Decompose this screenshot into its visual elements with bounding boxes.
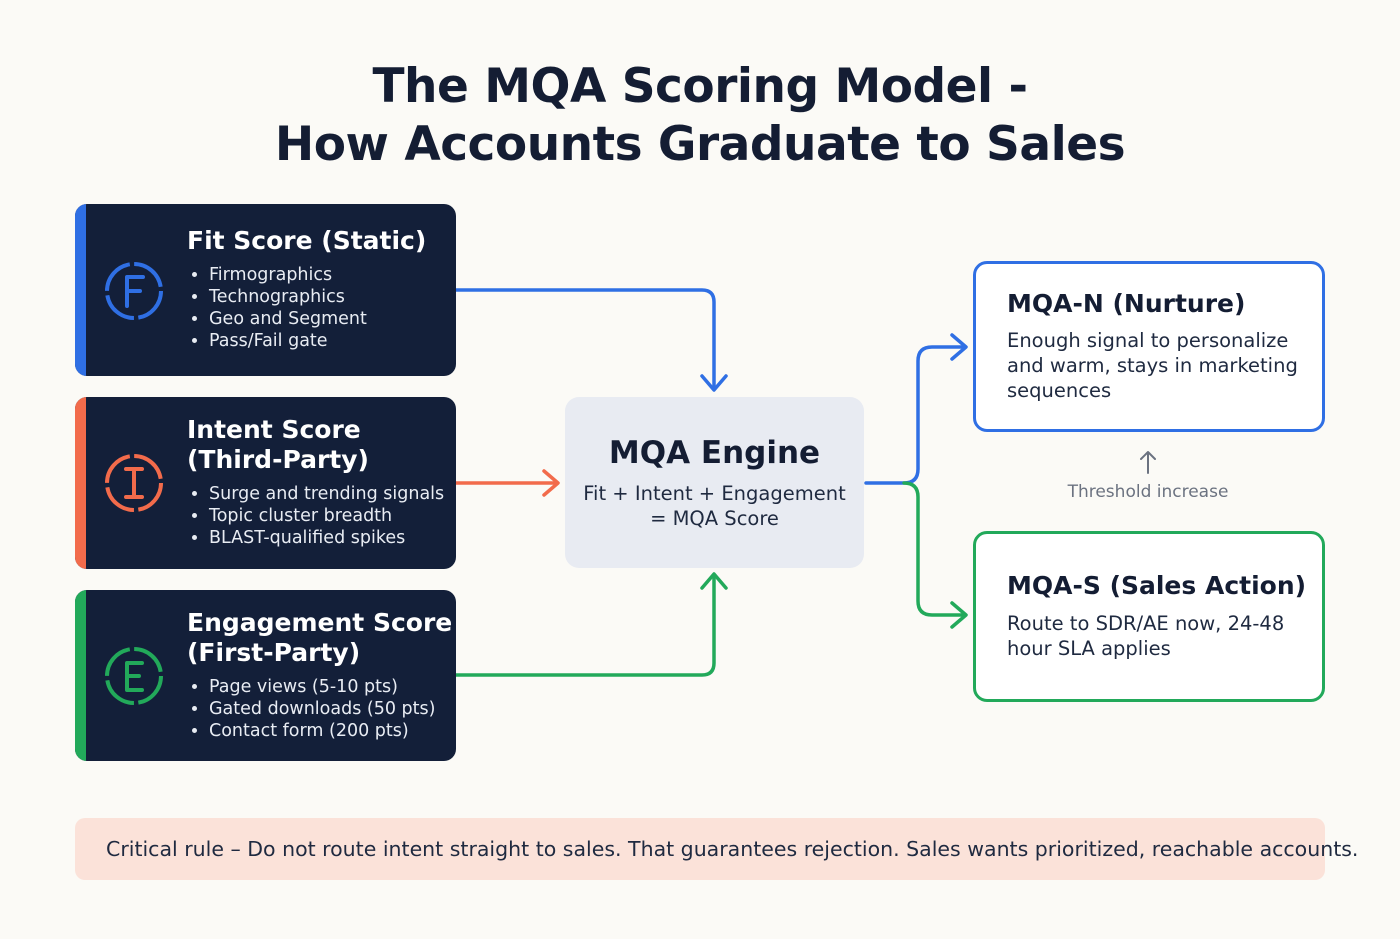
diagram-title: The MQA Scoring Model - How Accounts Gra… [0,58,1400,174]
mqa-nurture-title: MQA-N (Nurture) [1007,289,1246,318]
engine-to-sales-arrow [902,481,966,617]
list-item: Gated downloads (50 pts) [209,698,435,720]
intent-title-line-1: Intent Score [187,415,361,444]
list-item: Topic cluster breadth [209,505,444,527]
list-item: BLAST-qualified spikes [209,527,444,549]
list-item: Geo and Segment [209,308,367,330]
mqa-nurture-card: MQA-N (Nurture) Enough signal to persona… [973,261,1325,432]
mqa-engine-formula: Fit + Intent + Engagement = MQA Score [565,481,864,531]
list-item: Firmographics [209,264,367,286]
intent-score-icon [105,454,163,512]
nurture-arrowhead [950,333,968,361]
critical-rule-banner [75,818,1325,880]
threshold-label: Threshold increase [1067,482,1229,502]
intent-accent-bar [75,397,86,569]
intent-score-card: Intent Score (Third-Party) Surge and tre… [75,397,456,569]
intent-title-line-2: (Third-Party) [187,445,369,474]
list-item: Contact form (200 pts) [209,720,435,742]
title-line-1: The MQA Scoring Model - [372,59,1028,114]
mqa-sales-description: Route to SDR/AE now, 24-48 hour SLA appl… [1007,612,1285,660]
engagement-score-list: Page views (5-10 pts) Gated downloads (5… [187,676,435,742]
engagement-title-line-1: Engagement Score [187,608,453,637]
mqa-sales-card: MQA-S (Sales Action) Route to SDR/AE now… [973,531,1325,702]
list-item: Surge and trending signals [209,483,444,505]
fit-accent-bar [75,204,86,376]
engagement-to-engine-arrow [454,574,716,677]
list-item: Page views (5-10 pts) [209,676,435,698]
mqa-engine-box [565,397,864,568]
engagement-score-card: Engagement Score (First-Party) Page view… [75,590,456,761]
engagement-score-icon [105,647,163,705]
intent-arrowhead [542,469,560,497]
sales-arrowhead [950,601,968,629]
fit-score-icon [105,262,163,320]
engagement-arrowhead [700,572,728,590]
title-line-2: How Accounts Graduate to Sales [274,117,1126,172]
engagement-title-line-2: (First-Party) [187,638,361,667]
mqa-sales-title: MQA-S (Sales Action) [1007,571,1307,600]
intent-score-list: Surge and trending signals Topic cluster… [187,483,444,549]
fit-score-card: Fit Score (Static) Firmographics Technog… [75,204,456,376]
mqa-engine-title: MQA Engine [608,435,821,471]
engagement-score-title: Engagement Score (First-Party) [187,608,452,668]
engine-to-nurture-arrow [864,345,966,485]
formula-line-1: Fit + Intent + Engagement [583,482,846,505]
list-item: Pass/Fail gate [209,330,367,352]
fit-score-list: Firmographics Technographics Geo and Seg… [187,264,367,352]
fit-to-engine-arrow [454,288,716,390]
formula-line-2: = MQA Score [650,507,779,530]
arrow-up-icon [1140,451,1156,474]
critical-rule-text: Critical rule – Do not route intent stra… [106,837,1359,861]
list-item: Technographics [209,286,367,308]
fit-score-title: Fit Score (Static) [187,226,427,255]
engagement-accent-bar [75,590,86,761]
mqa-nurture-description: Enough signal to personalize and warm, s… [1007,329,1298,402]
intent-score-title: Intent Score (Third-Party) [187,415,369,475]
fit-arrowhead [700,374,728,392]
